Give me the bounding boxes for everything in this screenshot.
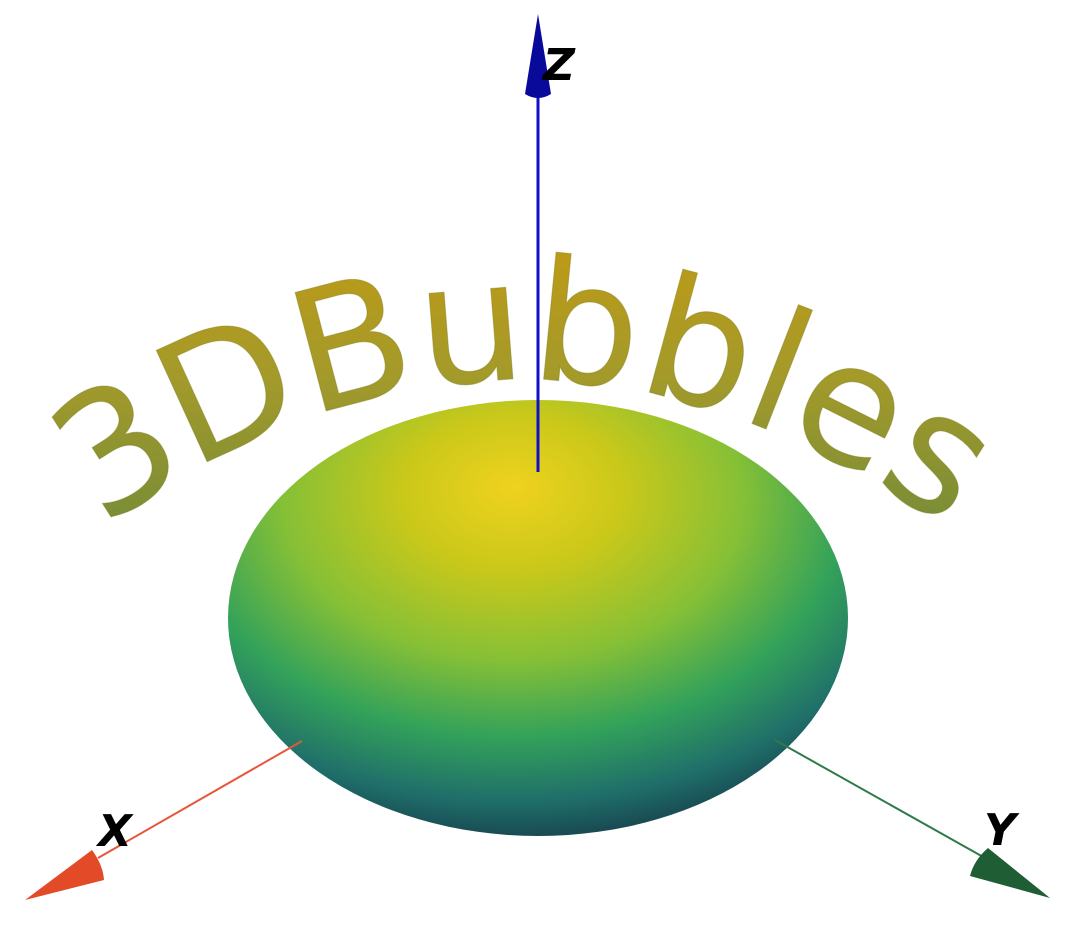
y-axis-line <box>774 739 986 859</box>
x-axis-arrowhead <box>25 850 104 900</box>
z-axis-arrowhead <box>525 14 551 98</box>
y-axis-label: Y <box>984 805 1020 856</box>
bubble <box>228 400 848 836</box>
y-axis-arrowhead <box>970 848 1050 898</box>
z-axis-label: Z <box>541 40 576 91</box>
x-axis-label: X <box>95 806 134 857</box>
x-axis-line <box>97 740 303 859</box>
